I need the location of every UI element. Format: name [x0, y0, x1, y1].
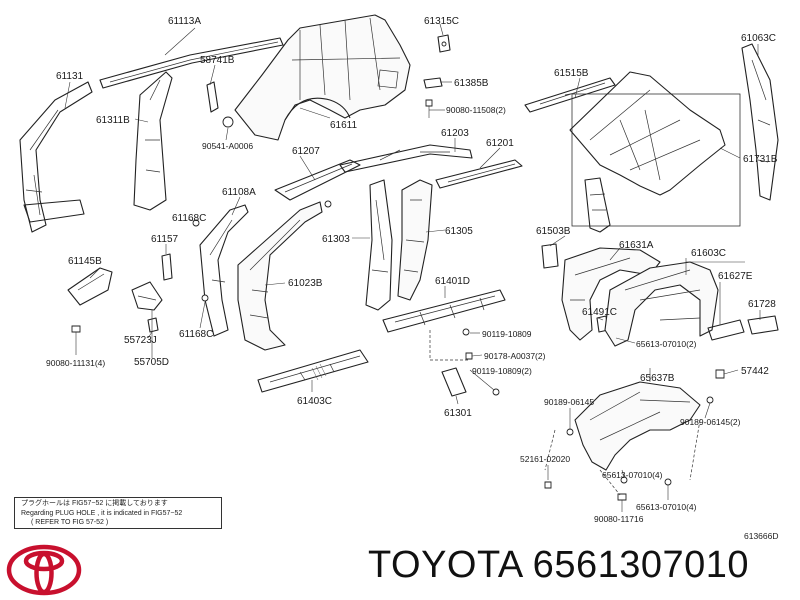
- brand-part-number: TOYOTA 6561307010: [368, 544, 750, 586]
- label-61303: 61303: [322, 234, 350, 245]
- label-65613-07010-b: 65613-07010(4): [602, 470, 663, 480]
- label-61301: 61301: [444, 408, 472, 419]
- label-90080-11716: 90080-11716: [594, 514, 644, 524]
- label-55723J: 55723J: [124, 335, 157, 346]
- label-90119-10809-b: 90119-10809(2): [472, 366, 532, 376]
- part-61631A-wheelhouse-outer: [561, 247, 661, 341]
- label-58741B: 58741B: [200, 55, 235, 66]
- label-61203: 61203: [441, 128, 469, 139]
- label-61023B: 61023B: [288, 278, 323, 289]
- part-61301-bracket: [441, 367, 467, 397]
- label-90189-06145-b: 90189-06145(2): [680, 417, 741, 427]
- part-61131-front-pillar: [19, 81, 93, 233]
- part-55705D-bracket: [131, 281, 163, 311]
- part-61157: [161, 253, 173, 281]
- box-61731B: [571, 93, 741, 227]
- label-61131: 61131: [56, 71, 84, 82]
- label-52161-02020: 52161-02020: [520, 454, 570, 464]
- label-61168C-top: 61168C: [172, 213, 206, 224]
- label-61311B: 61311B: [96, 115, 130, 126]
- label-90178-A0037: 90178-A0037(2): [484, 351, 546, 361]
- label-90080-11508: 90080-11508(2): [446, 105, 506, 115]
- part-61201-rail: [435, 159, 523, 189]
- part-61023B-center-pillar: [237, 201, 323, 351]
- note-line-jp: プラグホールは FIG57−52 に掲載しております: [21, 500, 168, 507]
- part-labels: 61113A 61315C 61063C 61131 58741B 61385B…: [46, 16, 778, 524]
- part-61315C-bracket: [437, 34, 451, 53]
- label-90189-06145-a: 90189-06145: [544, 397, 594, 407]
- part-61203-rail: [339, 144, 473, 173]
- label-61201: 61201: [486, 138, 514, 149]
- label-61113A: 61113A: [168, 16, 201, 27]
- part-61113A-roof-rail: [99, 37, 284, 89]
- label-61631A: 61631A: [619, 240, 654, 251]
- part-61063C-rear-panel: [741, 43, 779, 201]
- label-61145B: 61145B: [68, 256, 102, 267]
- part-bolts-center: [462, 328, 500, 396]
- label-90541-A0006: 90541-A0006: [202, 141, 253, 151]
- note-line-en: Regarding PLUG HOLE , it is indicated in…: [21, 509, 183, 517]
- label-61627E: 61627E: [718, 271, 753, 282]
- leader-lines: [64, 23, 761, 512]
- part-61401D-rocker-inner: [382, 289, 506, 333]
- diagram-ref-code: 613666D: [744, 531, 779, 541]
- part-61311B-center-pillar: [133, 71, 173, 211]
- part-61303-pillar: [365, 179, 393, 311]
- part-55723J: [147, 317, 159, 333]
- part-liner-bolts: [544, 396, 714, 501]
- label-61305: 61305: [445, 226, 473, 237]
- part-61728: [747, 315, 779, 335]
- label-61515B: 61515B: [554, 68, 589, 79]
- part-61305-pillar: [397, 179, 433, 301]
- part-61207-roof-inner: [274, 159, 361, 208]
- label-61491C: 61491C: [582, 307, 617, 318]
- part-61108A-pillar-inner: [199, 204, 249, 337]
- label-61401D: 61401D: [435, 276, 470, 287]
- part-61603C-wheelhouse-inner: [604, 261, 719, 347]
- part-61611-quarter-panel: [234, 14, 411, 141]
- part-61627E: [707, 319, 745, 341]
- label-61403C: 61403C: [297, 396, 332, 407]
- label-61207: 61207: [292, 146, 320, 157]
- part-61145B-bracket: [67, 267, 113, 306]
- label-65613-07010-a: 65613-07010(2): [636, 339, 697, 349]
- label-90080-11131: 90080-11131(4): [46, 358, 105, 368]
- plug-hole-note: プラグホールは FIG57−52 に掲載しております Regarding PLU…: [14, 497, 222, 529]
- part-57442: [715, 369, 725, 379]
- part-61168C-bottom: [201, 294, 209, 302]
- label-61385B: 61385B: [454, 78, 489, 89]
- label-61063C: 61063C: [741, 33, 776, 44]
- part-61385B-bracket: [423, 77, 443, 89]
- part-65637B-liner: [574, 381, 701, 471]
- part-61731B-rear-inner: [569, 71, 726, 233]
- label-61503B: 61503B: [536, 226, 571, 237]
- part-58741B-bracket: [206, 81, 219, 113]
- label-61728: 61728: [748, 299, 776, 310]
- label-57442: 57442: [741, 366, 769, 377]
- part-61503B: [541, 243, 559, 269]
- label-55705D: 55705D: [134, 357, 169, 368]
- label-61108A: 61108A: [222, 187, 256, 198]
- note-line-ref: ( REFER TO FIG 57-52 ): [31, 519, 109, 526]
- part-61403C-rocker-lower: [257, 349, 369, 393]
- toyota-logo-icon: [6, 544, 82, 596]
- label-61168C-bottom: 61168C: [179, 329, 213, 340]
- label-61731B: 61731B: [743, 154, 778, 165]
- label-90119-10809-a: 90119-10809: [482, 329, 532, 339]
- label-61603C: 61603C: [691, 248, 726, 259]
- label-61157: 61157: [151, 234, 179, 245]
- label-61611: 61611: [330, 120, 358, 131]
- label-65637B: 65637B: [640, 373, 675, 384]
- part-61168C-top: [192, 219, 200, 227]
- part-61515B-upper-panel: [524, 77, 616, 113]
- label-65613-07010-c: 65613-07010(4): [636, 502, 697, 512]
- part-90080-11131-bolt: [71, 325, 81, 345]
- label-61315C: 61315C: [424, 16, 459, 27]
- part-90541-cushion: [222, 116, 234, 128]
- part-90080-11508-bolt: [425, 99, 433, 118]
